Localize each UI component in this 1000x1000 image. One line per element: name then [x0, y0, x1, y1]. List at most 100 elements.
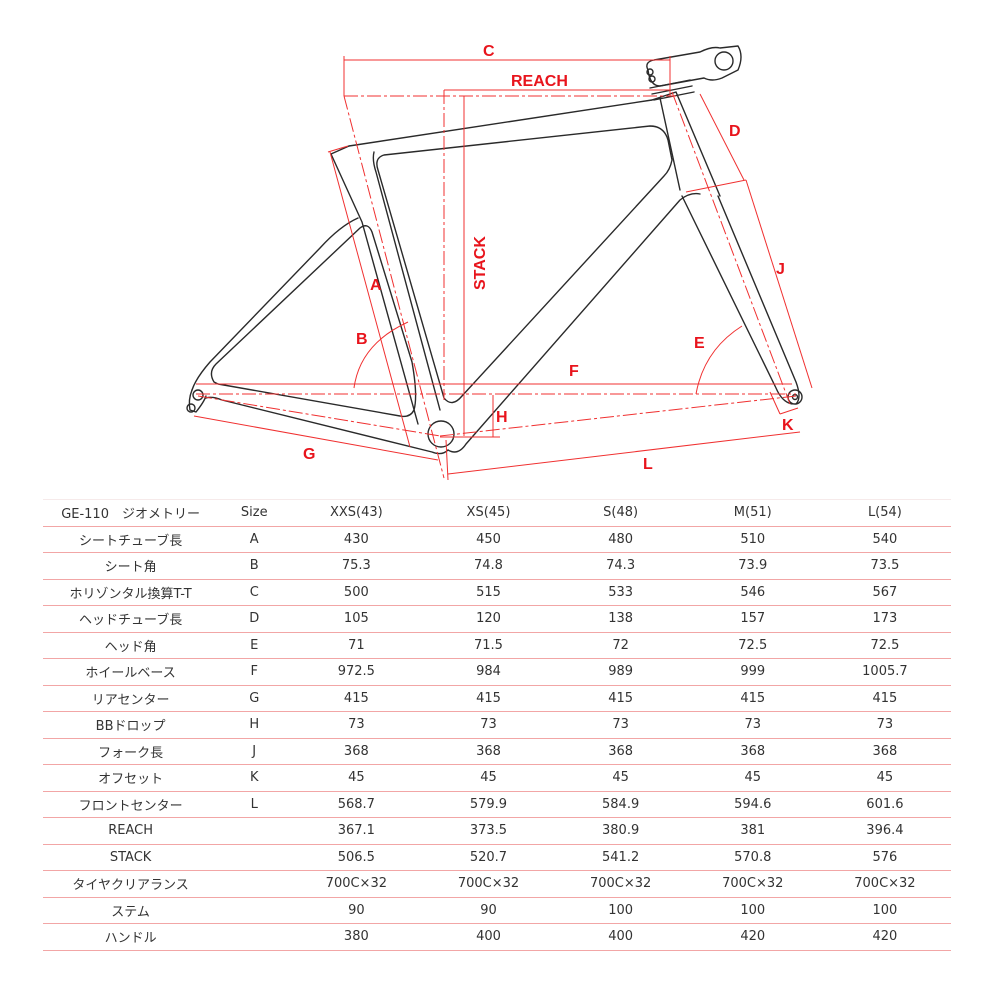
row-value: 45 [554, 764, 687, 792]
row-value: 45 [422, 764, 555, 792]
row-code: A [218, 526, 291, 553]
row-value: 396.4 [818, 817, 951, 845]
row-value: 373.5 [422, 817, 555, 845]
row-value: 420 [818, 923, 951, 951]
row-code [218, 870, 291, 898]
row-label: シートチューブ長 [43, 526, 219, 553]
label-f: F [569, 363, 579, 380]
row-value: 105 [290, 605, 423, 633]
row-value: 430 [290, 526, 423, 553]
row-value: 73.9 [686, 552, 819, 580]
row-code: J [218, 738, 291, 765]
row-value: 72.5 [686, 632, 819, 659]
row-value: 90 [290, 897, 423, 924]
geometry-table: GE-110 ジオメトリー Size XXS(43) XS(45) S(48) … [43, 499, 951, 951]
row-label: ハンドル [43, 923, 219, 951]
row-value: 74.3 [554, 552, 687, 580]
row-value: 700C×32 [422, 870, 555, 898]
row-value: 71 [290, 632, 423, 659]
row-value: 700C×32 [554, 870, 687, 898]
row-label: ヘッド角 [43, 632, 219, 659]
row-value: 415 [554, 685, 687, 712]
row-value: 568.7 [290, 791, 423, 818]
row-label: オフセット [43, 764, 219, 792]
row-value: 415 [422, 685, 555, 712]
table-header-row: GE-110 ジオメトリー Size XXS(43) XS(45) S(48) … [43, 499, 951, 527]
size-header: M(51) [686, 499, 819, 527]
row-value: 381 [686, 817, 819, 845]
row-value: 368 [422, 738, 555, 765]
size-column-header: Size [218, 499, 291, 527]
row-value: 45 [290, 764, 423, 792]
table-title: GE-110 ジオメトリー [43, 499, 219, 527]
row-value: 972.5 [290, 658, 423, 686]
row-value: 73 [818, 711, 951, 739]
row-value: 368 [818, 738, 951, 765]
row-value: 450 [422, 526, 555, 553]
label-a: A [370, 277, 382, 294]
row-value: 173 [818, 605, 951, 633]
row-value: 74.8 [422, 552, 555, 580]
row-label: STACK [43, 844, 219, 871]
row-code [218, 923, 291, 951]
row-code: B [218, 552, 291, 580]
row-value: 510 [686, 526, 819, 553]
size-header: S(48) [554, 499, 687, 527]
dimension-lines [193, 56, 813, 481]
row-code: E [218, 632, 291, 659]
row-value: 138 [554, 605, 687, 633]
label-c: C [483, 43, 495, 60]
row-code [218, 817, 291, 845]
row-label: ヘッドチューブ長 [43, 605, 219, 633]
row-value: 400 [422, 923, 555, 951]
row-code: H [218, 711, 291, 739]
row-value: 584.9 [554, 791, 687, 818]
row-value: 989 [554, 658, 687, 686]
row-value: 73 [422, 711, 555, 739]
row-value: 73 [290, 711, 423, 739]
row-value: 100 [818, 897, 951, 924]
row-value: 506.5 [290, 844, 423, 871]
row-label: タイヤクリアランス [43, 870, 219, 898]
row-label: リアセンター [43, 685, 219, 712]
size-header: XS(45) [422, 499, 555, 527]
row-value: 90 [422, 897, 555, 924]
row-label: ステム [43, 897, 219, 924]
row-value: 72.5 [818, 632, 951, 659]
row-value: 73.5 [818, 552, 951, 580]
size-header: XXS(43) [290, 499, 423, 527]
row-value: 45 [686, 764, 819, 792]
frame-geometry-diagram: C REACH D J A B E F H K G L STACK [186, 43, 813, 481]
row-value: 72 [554, 632, 687, 659]
row-value: 700C×32 [290, 870, 423, 898]
row-value: 120 [422, 605, 555, 633]
label-l: L [643, 456, 653, 473]
row-value: 984 [422, 658, 555, 686]
label-b: B [356, 331, 368, 348]
row-value: 415 [818, 685, 951, 712]
row-value: 368 [554, 738, 687, 765]
row-value: 100 [554, 897, 687, 924]
row-value: 75.3 [290, 552, 423, 580]
row-value: 515 [422, 579, 555, 606]
label-g: G [303, 446, 315, 463]
row-label: フロントセンター [43, 791, 219, 818]
row-value: 540 [818, 526, 951, 553]
row-value: 45 [818, 764, 951, 792]
row-value: 541.2 [554, 844, 687, 871]
row-label: ホイールベース [43, 658, 219, 686]
row-value: 400 [554, 923, 687, 951]
row-value: 73 [686, 711, 819, 739]
row-value: 500 [290, 579, 423, 606]
row-code: K [218, 764, 291, 792]
row-value: 368 [686, 738, 819, 765]
